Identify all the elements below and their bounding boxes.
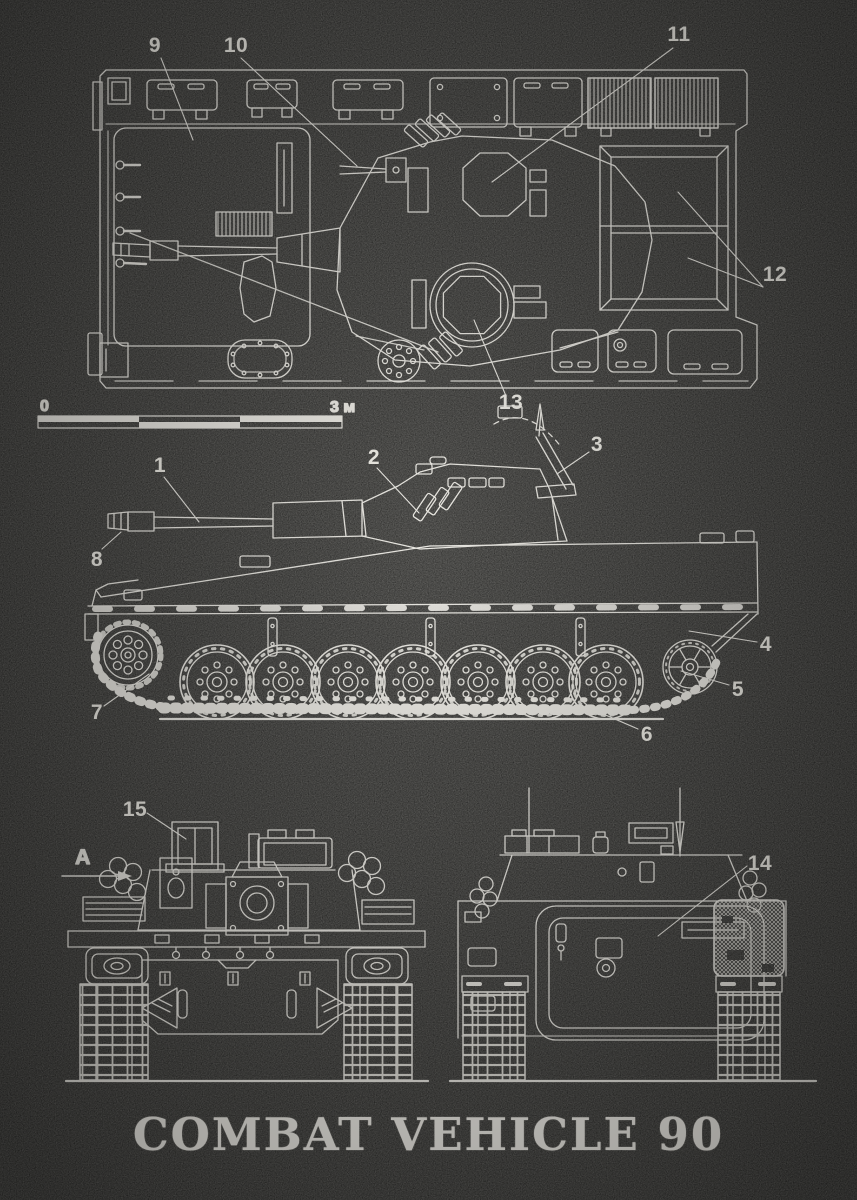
gun-side-view — [107, 499, 367, 539]
gun-muzzle-front — [239, 885, 275, 921]
engine-grille — [587, 77, 652, 129]
commander-cupola — [429, 262, 515, 348]
callout-6: 6 — [641, 723, 653, 746]
callout-9: 9 — [149, 34, 161, 57]
idler-wheel — [662, 639, 718, 695]
callout-12: 12 — [763, 263, 787, 286]
callout-1: 1 — [154, 454, 166, 477]
track-rear-right — [717, 991, 781, 1081]
callout-3: 3 — [591, 433, 603, 456]
turret-side-view — [361, 456, 568, 550]
side-skirt — [84, 602, 758, 641]
turret-front-view — [98, 821, 386, 936]
callout-2: 2 — [368, 446, 380, 469]
callout-7: 7 — [91, 701, 103, 724]
side-view — [84, 403, 759, 730]
view-a-arrow — [61, 871, 132, 881]
front-view: A — [61, 812, 430, 1083]
callout-8: 8 — [91, 548, 103, 571]
callout-15: 15 — [123, 798, 147, 821]
tow-hooks — [171, 947, 275, 960]
callout-4: 4 — [760, 633, 772, 656]
leader-lines — [146, 812, 187, 840]
rear-view — [448, 787, 818, 1083]
engine-grille — [654, 77, 719, 129]
gunner-hatch — [462, 152, 527, 217]
turret-top-view — [112, 112, 653, 367]
driver-hatch — [239, 255, 277, 323]
turret-rear-view — [469, 787, 767, 919]
scale-zero-label: 0 — [40, 398, 49, 415]
callout-14: 14 — [748, 852, 772, 875]
callout-11: 11 — [667, 23, 690, 46]
track-rear-left — [462, 991, 526, 1081]
smoke-launchers-right — [337, 850, 386, 896]
bottom-hatches — [99, 329, 743, 383]
track-front-left — [79, 983, 149, 1081]
view-a-label: A — [75, 846, 91, 869]
callout-5: 5 — [732, 678, 744, 701]
antenna-mast — [493, 403, 577, 541]
track-front-right — [343, 983, 413, 1081]
scale-max-label: 3 м — [330, 399, 355, 416]
callout-10: 10 — [224, 34, 248, 57]
scale-bar: 0 3 м — [37, 397, 356, 429]
top-view — [87, 47, 764, 397]
callout-13: 13 — [499, 391, 523, 414]
poster-title: COMBAT VEHICLE 90 — [132, 1108, 725, 1161]
